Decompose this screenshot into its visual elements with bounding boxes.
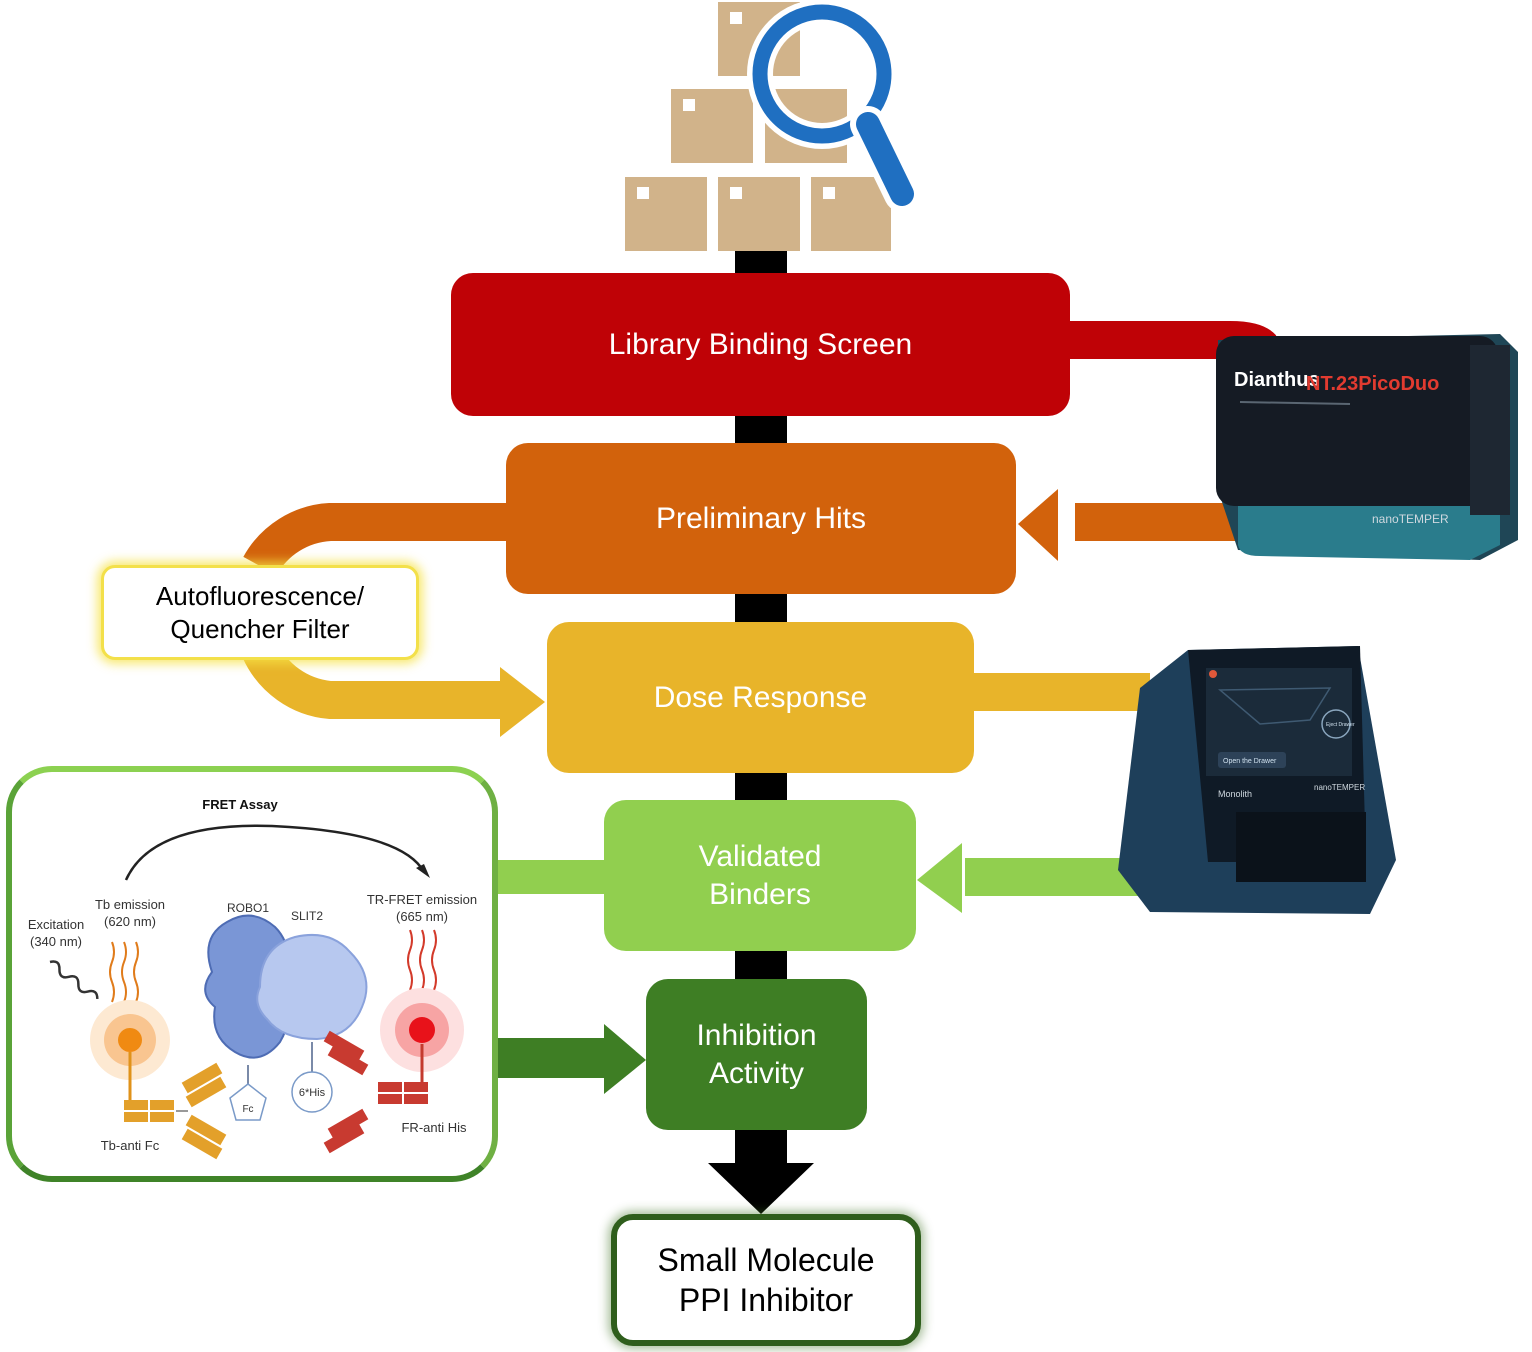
fret-transfer-arrow <box>124 824 426 881</box>
slit2-protein-icon <box>256 933 368 1041</box>
validated-binders-label: Validated Binders <box>698 840 822 911</box>
inhibition-activity-step: Inhibition Activity <box>646 979 867 1130</box>
fret-assay-illustration: FRET Assay Excitation(340 nm) Tb emissio… <box>28 797 477 1160</box>
dose-response-step: Dose Response <box>547 622 974 773</box>
inhibition-activity-label: Inhibition Activity <box>696 1019 817 1090</box>
spine-arrowhead <box>708 1163 814 1214</box>
dose-arrowhead <box>500 667 545 737</box>
magnifier-icon <box>747 0 920 212</box>
autofluorescence-filter-label: Autofluorescence/ Quencher Filter <box>155 581 365 644</box>
dianthus-instrument: Dianthus NT.23PicoDuo nanoTEMPER <box>1216 334 1518 560</box>
monolith-maker: nanoTEMPER <box>1314 783 1365 792</box>
dianthus-brand: Dianthus <box>1234 369 1320 391</box>
monolith-instrument: Open the Drawer Eject Drawer Monolith na… <box>1118 646 1396 914</box>
excitation-wave <box>49 960 99 999</box>
inhibition-arrowhead <box>604 1024 646 1094</box>
monolith-screen-label: Eject Drawer <box>1326 722 1355 728</box>
fc-tag-icon <box>229 1083 267 1121</box>
validated-arrowhead <box>917 843 962 913</box>
library-binding-screen-step: Library Binding Screen <box>451 273 1070 416</box>
ppi-inhibitor-result: Small Molecule PPI Inhibitor <box>611 1214 921 1346</box>
fret-assay-panel: FRET Assay Excitation(340 nm) Tb emissio… <box>6 766 498 1182</box>
tr-fret-emission-label: TR-FRET emission(665 nm) <box>367 892 477 924</box>
his-tag-icon <box>291 1071 333 1113</box>
fr-acceptor-icon <box>409 1017 435 1043</box>
fret-title: FRET Assay <box>202 797 278 812</box>
fr-emission-rays <box>407 929 437 991</box>
preliminary-hits-label: Preliminary Hits <box>655 501 867 535</box>
filter-loop-orange <box>243 503 506 576</box>
dose-response-label: Dose Response <box>653 680 868 714</box>
fc-label: Fc <box>242 1104 253 1115</box>
prelim-arrowhead <box>1018 489 1058 561</box>
dianthus-model: NT.23PicoDuo <box>1306 373 1439 395</box>
robo1-label: ROBO1 <box>227 901 269 915</box>
library-binding-screen-label: Library Binding Screen <box>608 327 913 361</box>
validated-binders-step: Validated Binders <box>604 800 916 951</box>
excitation-label: Excitation(340 nm) <box>28 917 84 949</box>
dianthus-maker: nanoTEMPER <box>1372 512 1449 526</box>
autofluorescence-filter-step: Autofluorescence/ Quencher Filter <box>101 565 419 660</box>
fr-anti-his-label: FR-anti His <box>401 1120 467 1135</box>
tb-anti-fc-antibody-icon <box>124 1062 227 1160</box>
monolith-screen-button: Open the Drawer <box>1223 758 1277 765</box>
monolith-brand: Monolith <box>1218 789 1252 799</box>
tb-emission-label: Tb emission(620 nm) <box>95 897 165 929</box>
tb-donor-icon <box>118 1028 142 1052</box>
tb-emission-rays <box>109 941 139 1003</box>
slit2-label: SLIT2 <box>291 909 323 923</box>
fr-anti-his-antibody-icon <box>323 1030 428 1154</box>
tb-anti-fc-label: Tb-anti Fc <box>101 1138 160 1153</box>
preliminary-hits-step: Preliminary Hits <box>506 443 1016 594</box>
his-label: 6*His <box>299 1087 326 1099</box>
ppi-inhibitor-label: Small Molecule PPI Inhibitor <box>657 1242 875 1318</box>
